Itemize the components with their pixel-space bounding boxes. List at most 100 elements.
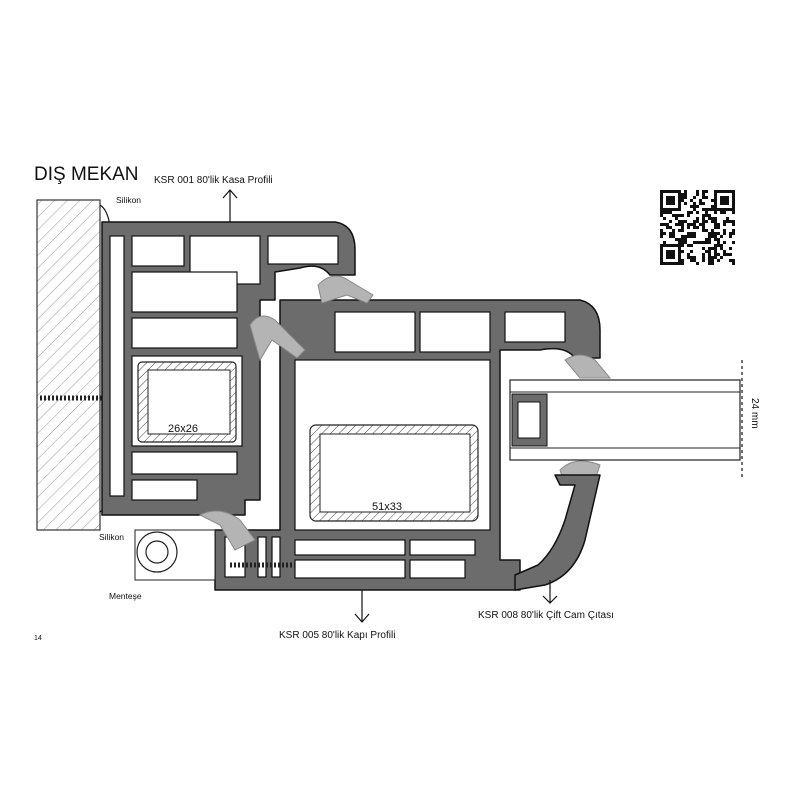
wall — [36, 199, 101, 531]
qr-module — [729, 190, 732, 193]
silicone-bottom-label: Silikon — [99, 532, 124, 542]
qr-module — [714, 250, 717, 253]
qr-module — [711, 259, 714, 262]
qr-module — [714, 244, 717, 247]
qr-module — [723, 232, 726, 235]
qr-module — [717, 208, 720, 211]
qr-module — [714, 238, 717, 241]
qr-module — [729, 253, 732, 256]
qr-module — [666, 250, 669, 253]
qr-module — [690, 235, 693, 238]
double-glazing — [509, 379, 741, 461]
qr-module — [702, 223, 705, 226]
qr-module — [660, 193, 663, 196]
qr-module — [687, 244, 690, 247]
qr-module — [666, 253, 669, 256]
qr-module — [726, 202, 729, 205]
qr-module — [705, 214, 708, 217]
qr-module — [708, 256, 711, 259]
qr-module — [660, 256, 663, 259]
page-number: 14 — [34, 635, 42, 642]
qr-module — [711, 208, 714, 211]
qr-module — [717, 223, 720, 226]
qr-module — [681, 235, 684, 238]
qr-module — [672, 229, 675, 232]
qr-module — [702, 226, 705, 229]
steel-large-label: 51x33 — [372, 501, 402, 513]
qr-module — [720, 256, 723, 259]
qr-module — [690, 244, 693, 247]
qr-module — [720, 196, 723, 199]
qr-module — [714, 193, 717, 196]
qr-module — [678, 214, 681, 217]
qr-module — [732, 193, 735, 196]
glass-thickness-label: 24 mm — [749, 398, 760, 429]
qr-module — [714, 199, 717, 202]
qr-module — [678, 259, 681, 262]
qr-module — [714, 220, 717, 223]
qr-module — [681, 196, 684, 199]
qr-module — [690, 223, 693, 226]
qr-module — [723, 241, 726, 244]
qr-module — [699, 241, 702, 244]
qr-module — [663, 223, 666, 226]
qr-module — [690, 259, 693, 262]
qr-module — [723, 223, 726, 226]
qr-module — [708, 232, 711, 235]
qr-module — [660, 247, 663, 250]
qr-module — [681, 199, 684, 202]
qr-module — [696, 190, 699, 193]
qr-module — [717, 259, 720, 262]
qr-module — [666, 223, 669, 226]
qr-module — [708, 241, 711, 244]
qr-module — [726, 220, 729, 223]
qr-module — [711, 217, 714, 220]
qr-module — [726, 199, 729, 202]
qr-module — [687, 253, 690, 256]
qr-module — [681, 226, 684, 229]
qr-module — [690, 256, 693, 259]
qr-module — [681, 238, 684, 241]
qr-module — [720, 247, 723, 250]
qr-module — [729, 247, 732, 250]
qr-module — [717, 190, 720, 193]
qr-module — [669, 190, 672, 193]
qr-module — [672, 199, 675, 202]
qr-module — [732, 262, 735, 265]
qr-module — [678, 208, 681, 211]
qr-module — [681, 241, 684, 244]
qr-module — [660, 205, 663, 208]
qr-module — [702, 193, 705, 196]
qr-module — [660, 262, 663, 265]
qr-module — [732, 190, 735, 193]
qr-module — [660, 199, 663, 202]
qr-module — [714, 256, 717, 259]
qr-module — [693, 226, 696, 229]
qr-module — [684, 196, 687, 199]
qr-module — [693, 202, 696, 205]
hinge — [134, 529, 216, 581]
qr-module — [687, 256, 690, 259]
qr-module — [714, 247, 717, 250]
qr-module — [723, 199, 726, 202]
qr-module — [732, 208, 735, 211]
qr-module — [732, 241, 735, 244]
qr-module — [732, 199, 735, 202]
qr-module — [723, 208, 726, 211]
qr-module — [678, 238, 681, 241]
qr-module — [666, 226, 669, 229]
qr-module — [711, 232, 714, 235]
qr-module — [669, 199, 672, 202]
qr-module — [666, 244, 669, 247]
qr-module — [675, 244, 678, 247]
qr-module — [678, 205, 681, 208]
qr-module — [720, 190, 723, 193]
qr-module — [696, 241, 699, 244]
qr-module — [672, 250, 675, 253]
qr-module — [711, 205, 714, 208]
silicone-top-label: Silikon — [116, 195, 141, 205]
qr-module — [696, 220, 699, 223]
qr-module — [702, 241, 705, 244]
qr-module — [687, 235, 690, 238]
qr-module — [699, 199, 702, 202]
